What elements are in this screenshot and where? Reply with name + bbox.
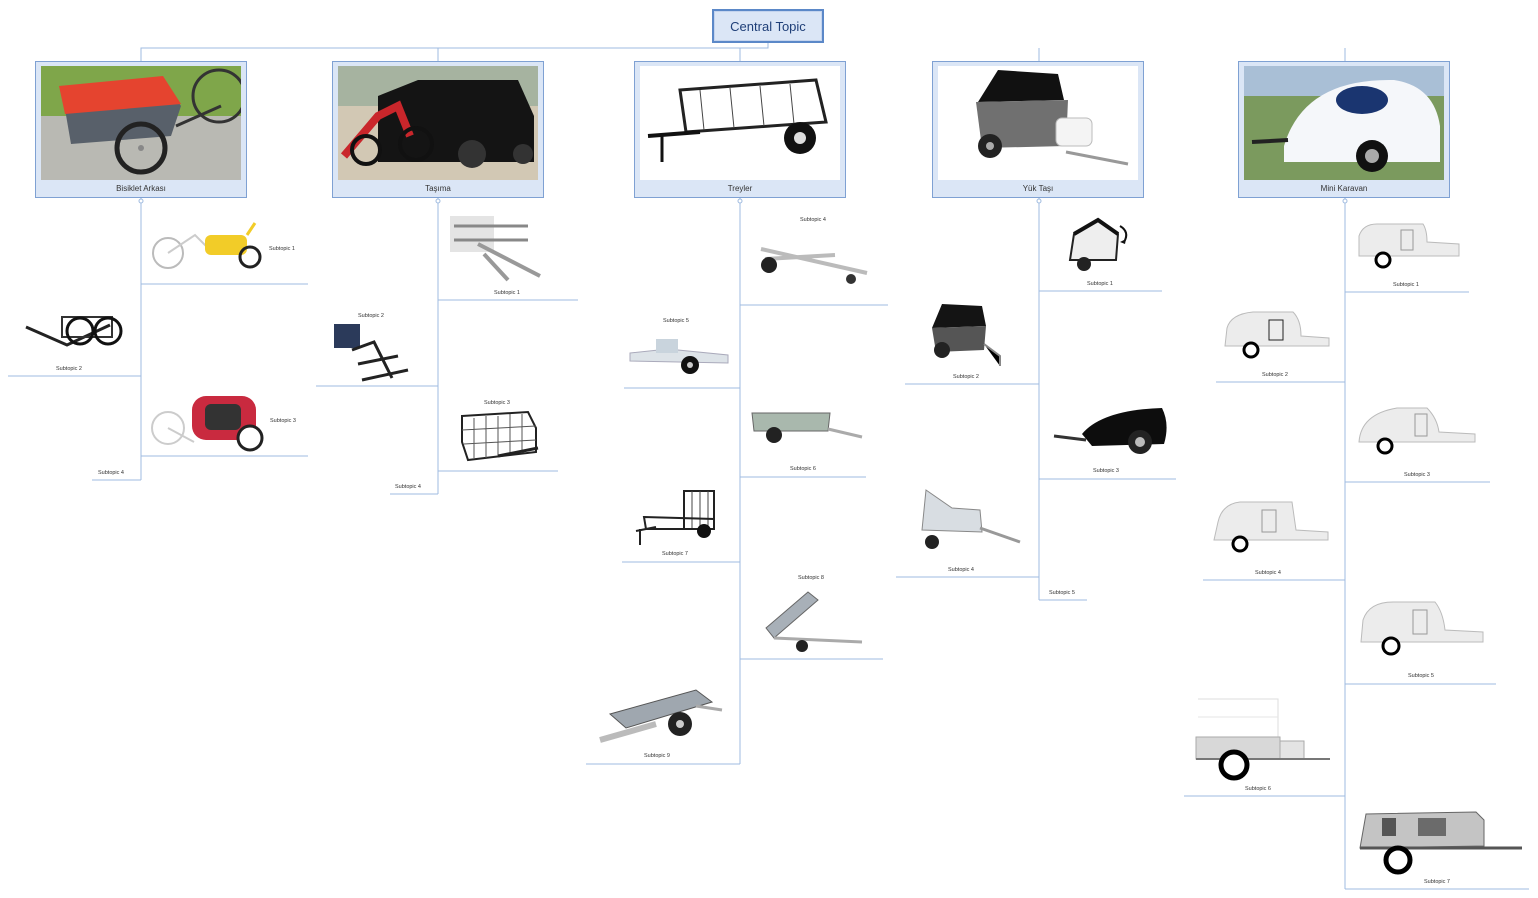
subtopic-label: Subtopic 7 — [1424, 879, 1450, 885]
main-topic-treyler[interactable]: Treyler — [634, 61, 846, 198]
subtopic-label: Subtopic 3 — [270, 418, 296, 424]
bike-cargo-trailer-image — [150, 215, 265, 275]
clamshell-cargo-trailer-image — [928, 300, 1004, 375]
teardrop-caravan-photo — [1244, 66, 1444, 180]
central-topic-label: Central Topic — [730, 18, 806, 34]
caravan-sketch-4-image — [1210, 500, 1332, 561]
subtopic-label: Subtopic 4 — [395, 484, 421, 490]
subtopic-label: Subtopic 2 — [56, 366, 82, 372]
subtopic-label: Subtopic 3 — [1093, 468, 1119, 474]
main-topic-label: Bisiklet Arkası — [116, 184, 166, 193]
main-topic-tasima[interactable]: Taşıma — [332, 61, 544, 198]
main-topic-label: Mini Karavan — [1320, 184, 1368, 193]
main-topic-label: Yük Taşı — [1022, 184, 1054, 193]
main-topic-yuk-tasi[interactable]: Yük Taşı — [932, 61, 1144, 198]
ramp-trailer-image — [634, 489, 720, 554]
cargo-basket-carrier-image — [458, 408, 542, 475]
subtopic-label: Subtopic 2 — [1262, 372, 1288, 378]
subtopic-label: Subtopic 3 — [484, 400, 510, 406]
hitch-ramp-carrier-image — [448, 214, 544, 291]
tipper-trailer-image — [762, 588, 868, 659]
mesh-utility-trailer-photo — [640, 66, 840, 180]
caravan-sketch-7-image — [1356, 808, 1526, 881]
subtopic-label: Subtopic 4 — [1255, 570, 1281, 576]
subtopic-label: Subtopic 4 — [800, 217, 826, 223]
main-topic-mini-karavan[interactable]: Mini Karavan — [1238, 61, 1450, 198]
subtopic-label: Subtopic 1 — [494, 290, 520, 296]
subtopic-label: Subtopic 2 — [358, 313, 384, 319]
boat-trailer-image — [755, 233, 877, 294]
main-topic-label: Treyler — [727, 184, 753, 193]
main-topic-label: Taşıma — [425, 184, 451, 193]
subtopic-label: Subtopic 5 — [663, 318, 689, 324]
box-trailer-image — [750, 407, 864, 456]
subtopic-label: Subtopic 6 — [1245, 786, 1271, 792]
subtopic-label: Subtopic 5 — [1408, 673, 1434, 679]
main-topic-bisiklet-arkasi[interactable]: Bisiklet Arkası — [35, 61, 247, 198]
hitch-bike-rack-image — [332, 320, 412, 387]
caravan-sketch-2-image — [1223, 308, 1331, 365]
caravan-sketch-6-image — [1192, 697, 1332, 788]
caravan-sketch-1-image — [1357, 220, 1463, 275]
cargo-box-trailer-photo — [938, 66, 1138, 180]
caravan-sketch-3-image — [1357, 404, 1479, 461]
pet-trailer-image — [150, 388, 265, 461]
subtopic-label: Subtopic 8 — [798, 575, 824, 581]
subtopic-label: Subtopic 5 — [1049, 590, 1075, 596]
central-topic[interactable]: Central Topic — [712, 9, 824, 43]
flatbed-trailer-image — [628, 335, 730, 382]
bike-trailer-photo — [41, 66, 241, 180]
camper-pod-trailer-image — [1062, 216, 1134, 281]
teardrop-cargo-trailer-image — [1052, 404, 1172, 467]
subtopic-label: Subtopic 9 — [644, 753, 670, 759]
subtopic-label: Subtopic 1 — [269, 246, 295, 252]
suv-hitch-carrier-photo — [338, 66, 538, 180]
subtopic-label: Subtopic 6 — [790, 466, 816, 472]
tilt-bed-trailer-image — [596, 680, 726, 751]
subtopic-label: Subtopic 1 — [1393, 282, 1419, 288]
caravan-sketch-5-image — [1357, 598, 1487, 663]
subtopic-label: Subtopic 7 — [662, 551, 688, 557]
bike-frame-trailer-image — [22, 305, 127, 368]
aluminium-box-trailer-image — [916, 488, 1022, 563]
subtopic-label: Subtopic 3 — [1404, 472, 1430, 478]
subtopic-label: Subtopic 1 — [1087, 281, 1113, 287]
subtopic-label: Subtopic 4 — [98, 470, 124, 476]
subtopic-label: Subtopic 2 — [953, 374, 979, 380]
subtopic-label: Subtopic 4 — [948, 567, 974, 573]
